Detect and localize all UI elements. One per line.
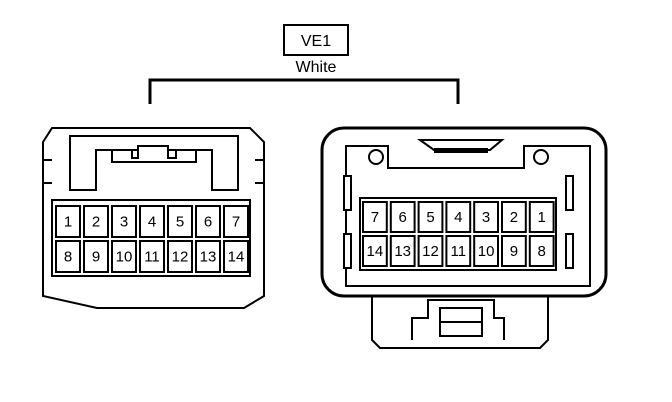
female-pin-grid: 7 6 5 4 3 2 1 14 13 12 11 10 9 8 — [362, 201, 555, 267]
female-pin-cell — [445, 201, 472, 233]
female-pin-cell — [362, 235, 388, 267]
male-pin-cell — [195, 240, 221, 273]
connector-color-text: White — [296, 59, 337, 76]
male-pin-number: 6 — [204, 214, 212, 231]
male-pin-number: 5 — [176, 214, 184, 231]
female-right-slot-bottom — [565, 233, 574, 269]
male-pin-number: 14 — [228, 249, 245, 266]
female-pin-cell — [501, 235, 527, 267]
male-pin-cell — [111, 240, 137, 273]
male-connector-left-notch — [43, 159, 52, 184]
female-pin-number: 8 — [538, 243, 546, 260]
male-pin-number: 10 — [116, 249, 133, 266]
female-pin-number: 6 — [399, 209, 407, 226]
female-pin-cell — [528, 201, 555, 233]
male-pin-number: 9 — [92, 249, 100, 266]
male-pin-cell — [139, 205, 165, 238]
female-pin-number: 7 — [371, 209, 379, 226]
male-pin-cell — [55, 205, 81, 238]
female-right-slot-top — [565, 175, 574, 211]
female-pin-cell — [362, 201, 388, 233]
female-connector: 7 6 5 4 3 2 1 14 13 12 11 10 9 8 — [320, 126, 608, 349]
male-pin-cell — [55, 240, 81, 273]
female-left-slot-bottom — [343, 233, 352, 269]
female-right-hole — [533, 149, 549, 165]
female-connector-key — [416, 139, 505, 151]
male-pin-number: 1 — [64, 214, 72, 231]
male-pin-cell — [167, 240, 193, 273]
male-pin-number: 7 — [232, 214, 240, 231]
male-pin-number: 3 — [120, 214, 128, 231]
female-left-slot-top — [343, 175, 352, 211]
connector-code-label: VE1 — [283, 24, 349, 56]
female-pin-number: 14 — [367, 243, 384, 260]
male-pin-number: 11 — [144, 249, 160, 266]
connector-code-box — [283, 24, 349, 56]
male-pin-number: 13 — [200, 249, 217, 266]
female-pin-cell — [417, 201, 444, 233]
female-pin-cell — [445, 235, 472, 267]
male-pin-number: 4 — [148, 214, 156, 231]
female-pin-number: 5 — [426, 209, 434, 226]
male-pin-cell — [195, 205, 221, 238]
female-pin-number: 11 — [451, 243, 467, 260]
female-pin-number: 4 — [454, 209, 462, 226]
female-connector-key-bar — [434, 148, 488, 153]
female-left-hole — [368, 149, 384, 165]
male-pin-cell — [111, 205, 137, 238]
male-pin-cell — [139, 240, 165, 273]
male-pin-cell — [83, 205, 109, 238]
female-pin-number: 3 — [482, 209, 490, 226]
female-pin-cell — [473, 235, 500, 267]
male-connector-right-notch — [255, 159, 264, 184]
male-connector-lock-tab — [111, 145, 197, 163]
female-pin-number: 9 — [510, 243, 518, 260]
female-pin-cell — [389, 235, 416, 267]
male-pin-cell — [167, 205, 193, 238]
female-pin-cell — [501, 201, 527, 233]
female-pin-cell — [473, 201, 500, 233]
male-pin-cell — [83, 240, 109, 273]
female-pin-number: 2 — [510, 209, 518, 226]
female-pin-cell — [528, 235, 555, 267]
female-pin-number: 13 — [394, 243, 411, 260]
connector-code-text: VE1 — [301, 33, 331, 50]
pair-bracket — [148, 78, 460, 104]
male-pin-cell — [223, 205, 249, 238]
female-pin-number: 10 — [478, 243, 495, 260]
male-pin-number: 12 — [172, 249, 189, 266]
female-pin-cell — [417, 235, 444, 267]
male-pin-cell — [223, 240, 249, 273]
male-pin-number: 2 — [92, 214, 100, 231]
female-pin-number: 1 — [538, 209, 546, 226]
female-connector-latch-tab-base — [439, 321, 483, 337]
female-connector-latch-cavity — [411, 299, 505, 340]
male-pin-number: 8 — [64, 249, 72, 266]
female-pin-cell — [389, 201, 416, 233]
female-pin-number: 12 — [422, 243, 439, 260]
